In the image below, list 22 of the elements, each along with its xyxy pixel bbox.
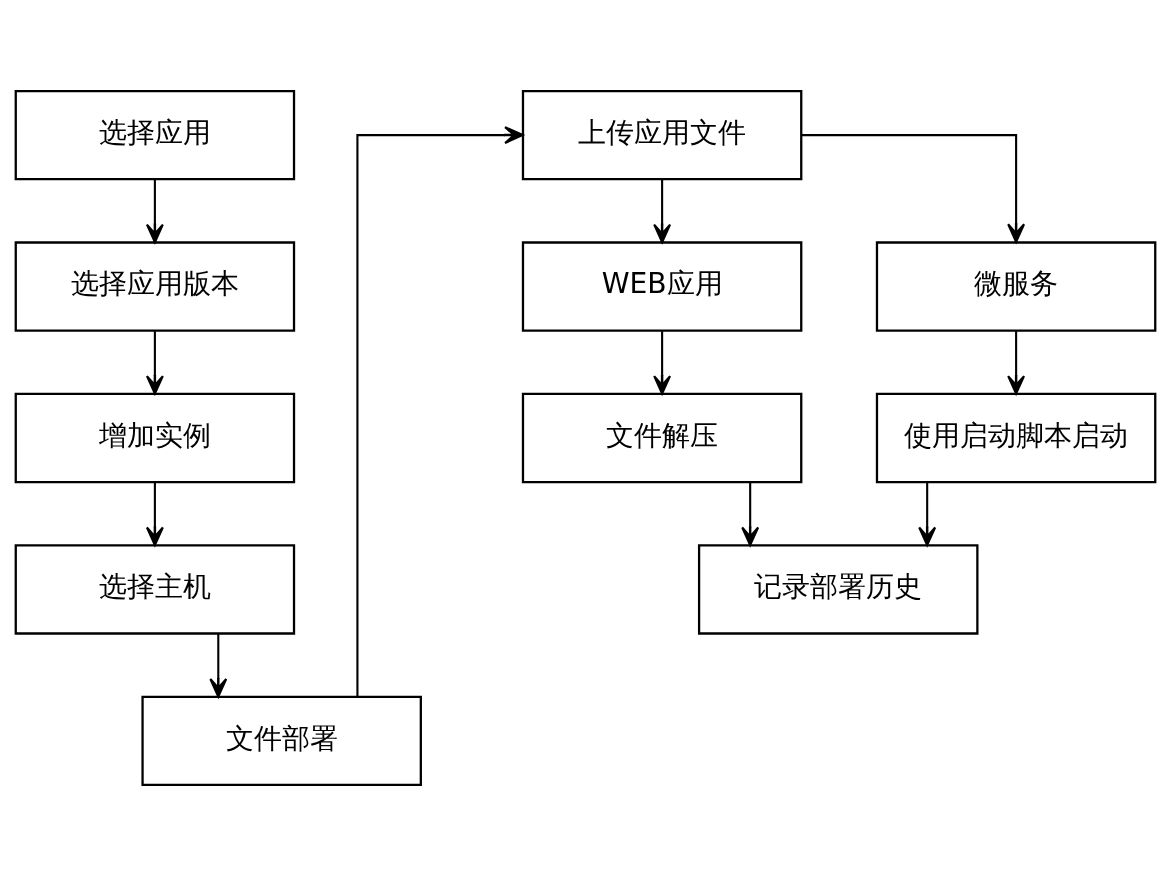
node-box: 微服务 [875, 241, 1157, 332]
node-box: WEB应用 [521, 241, 803, 332]
arrow [653, 331, 672, 395]
node-box: 记录部署历史 [697, 544, 979, 635]
arrow [145, 331, 164, 395]
node-box: 上传应用文件 [521, 89, 803, 181]
node-box: 文件部署 [141, 695, 422, 787]
arrow [801, 134, 1026, 243]
node-box: 增加实例 [14, 392, 296, 484]
arrow [653, 179, 672, 244]
node-box: 选择主机 [14, 544, 296, 635]
arrow [356, 126, 524, 697]
node-box: 使用启动脚本启动 [875, 392, 1157, 484]
arrow [1007, 331, 1026, 395]
arrow [741, 482, 760, 547]
arrow [145, 179, 164, 244]
node-box: 选择应用版本 [14, 241, 296, 332]
arrow [918, 482, 937, 547]
arrow [209, 634, 228, 698]
arrow [145, 482, 164, 547]
node-box: 文件解压 [521, 392, 803, 484]
node-box: 选择应用 [14, 89, 296, 181]
